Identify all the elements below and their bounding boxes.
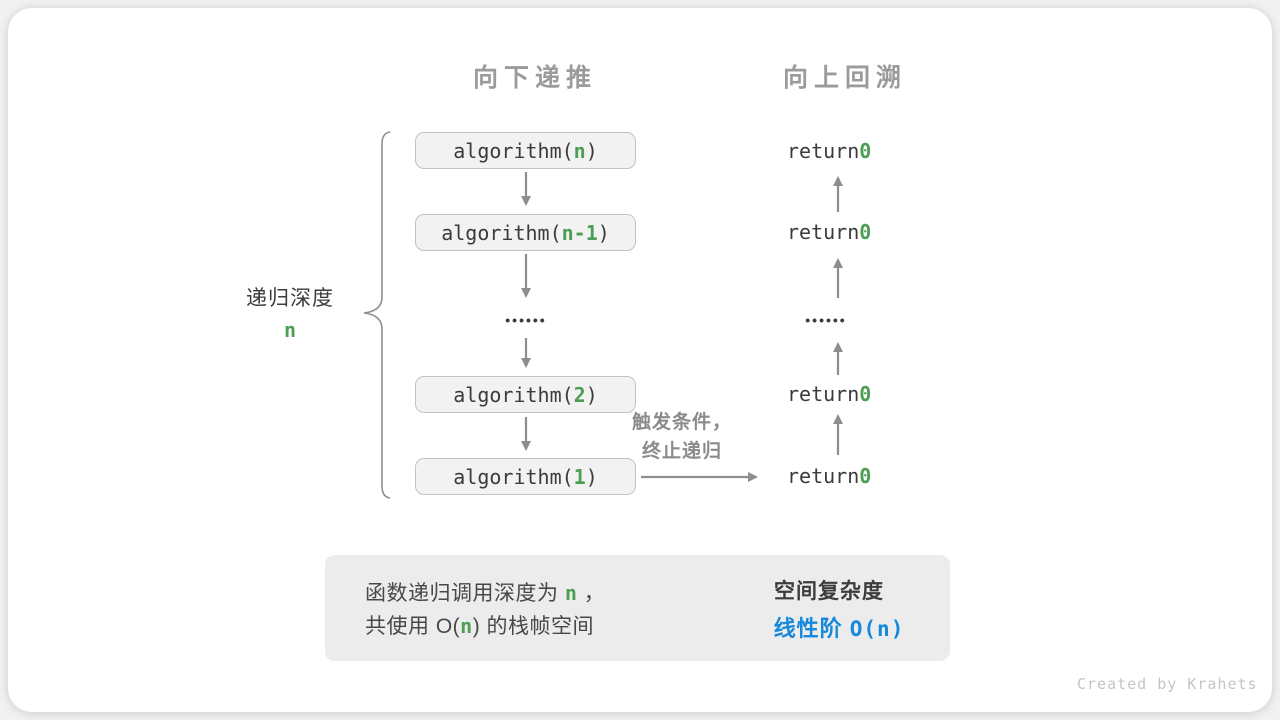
summary-line-2: 共使用 O(n) 的栈帧空间 bbox=[365, 610, 605, 643]
summary-text: 函数递归调用深度为 bbox=[365, 582, 565, 605]
call-text: ) bbox=[597, 220, 610, 245]
call-arg: 1 bbox=[573, 464, 586, 489]
call-box-2: algorithm(2) bbox=[415, 376, 636, 413]
space-complexity-result: 线性阶 O(n) bbox=[744, 611, 934, 643]
call-text: algorithm( bbox=[453, 382, 574, 407]
summary-panel bbox=[325, 555, 950, 661]
trigger-condition-line2: 终止递归 bbox=[641, 441, 722, 462]
complexity-order-label: 线性阶 bbox=[773, 616, 850, 641]
header-downward-recursion: 向下递推 bbox=[472, 64, 597, 92]
header-upward-backtracking: 向上回溯 bbox=[782, 64, 907, 92]
call-text: algorithm( bbox=[441, 220, 562, 245]
call-text: algorithm( bbox=[453, 464, 574, 489]
summary-text: 共使用 O( bbox=[365, 615, 461, 638]
return-statement-2: return 0 bbox=[787, 220, 871, 244]
space-complexity-title: 空间复杂度 bbox=[774, 580, 884, 603]
call-box-n: algorithm(n) bbox=[415, 132, 636, 169]
return-statement-4: return 0 bbox=[787, 464, 871, 488]
call-arg: 2 bbox=[573, 382, 586, 407]
return-statement-1: return 0 bbox=[787, 139, 871, 163]
recursion-depth-label: 递归深度 bbox=[246, 287, 334, 310]
call-text: ) bbox=[585, 464, 598, 489]
recursion-depth-variable: n bbox=[283, 318, 297, 342]
ellipsis-left: •••••• bbox=[505, 312, 547, 328]
trigger-condition-line1: 触发条件， bbox=[631, 412, 732, 433]
call-text: algorithm( bbox=[453, 138, 574, 163]
return-text: return bbox=[787, 220, 860, 244]
call-text: ) bbox=[585, 382, 598, 407]
ellipsis-right: •••••• bbox=[805, 312, 847, 328]
summary-left-text: 函数递归调用深度为 n ， 共使用 O(n) 的栈帧空间 bbox=[365, 577, 605, 643]
complexity-formula: O(n) bbox=[849, 617, 905, 641]
summary-text: ， bbox=[577, 582, 606, 605]
return-value: 0 bbox=[859, 139, 872, 163]
credit-watermark: Created by Krahets bbox=[1077, 675, 1258, 693]
call-text: ) bbox=[585, 138, 598, 163]
summary-var: n bbox=[460, 614, 473, 638]
return-statement-3: return 0 bbox=[787, 382, 871, 406]
summary-line-1: 函数递归调用深度为 n ， bbox=[365, 577, 605, 610]
return-text: return bbox=[787, 382, 860, 406]
return-value: 0 bbox=[859, 382, 872, 406]
return-text: return bbox=[787, 464, 860, 488]
return-text: return bbox=[787, 139, 860, 163]
return-value: 0 bbox=[859, 220, 872, 244]
summary-text: ) 的栈帧空间 bbox=[472, 615, 595, 638]
call-arg: n-1 bbox=[561, 220, 598, 245]
call-box-n-1: algorithm(n-1) bbox=[415, 214, 636, 251]
call-arg: n bbox=[573, 138, 586, 163]
return-value: 0 bbox=[859, 464, 872, 488]
call-box-1: algorithm(1) bbox=[415, 458, 636, 495]
summary-var: n bbox=[564, 581, 578, 605]
